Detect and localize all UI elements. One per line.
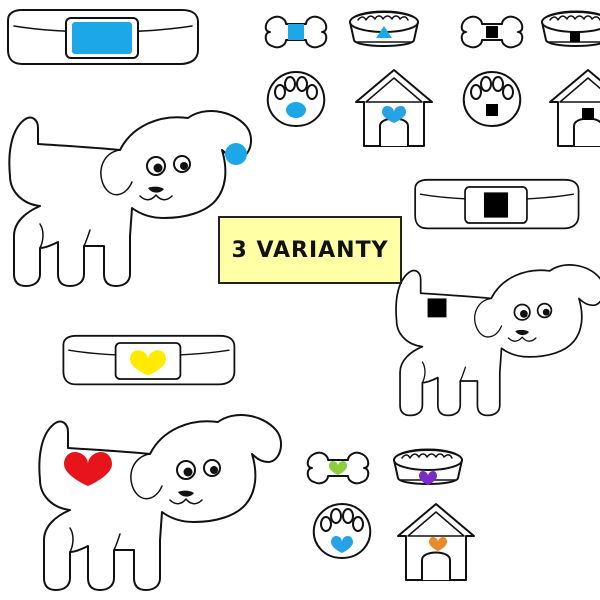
bone-icon (306, 451, 370, 485)
dog-house-icon (549, 69, 600, 147)
bone-icon (264, 15, 328, 49)
collar-icon (7, 9, 199, 65)
food-bowl-icon (541, 10, 600, 47)
food-bowl-icon (349, 10, 419, 47)
food-bowl-icon (393, 448, 463, 485)
dog-house-icon (355, 69, 433, 147)
variant-square (395, 10, 600, 417)
dog-icon (38, 414, 283, 591)
paw-icon (462, 71, 522, 127)
paw-icon (312, 503, 372, 559)
collar-icon (62, 334, 236, 386)
variant-blue (7, 9, 433, 287)
variant-heart (38, 334, 475, 591)
paw-icon (266, 71, 326, 127)
dog-house-icon (397, 503, 475, 581)
dog-icon (8, 110, 253, 287)
variants-label-text: 3 VARIANTY (231, 237, 389, 263)
bone-icon (460, 15, 524, 49)
dog-icon (395, 264, 600, 417)
collar-icon (414, 178, 580, 230)
variants-label: 3 VARIANTY (218, 216, 402, 284)
